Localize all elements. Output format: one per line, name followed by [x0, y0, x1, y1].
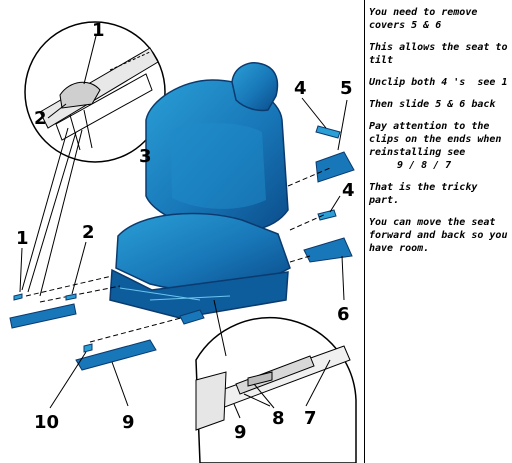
part-5-cover: [315, 99, 355, 183]
note-line: 9 / 8 / 7: [397, 160, 452, 171]
callout-4-top: 4: [294, 78, 307, 99]
callout-10: 10: [34, 412, 59, 433]
callout-2-left: 2: [82, 222, 95, 243]
left-rail-parts: [9, 241, 87, 329]
inset-detail-bottom: [195, 299, 357, 463]
note-line: You can move the seat forward and back s…: [369, 217, 508, 254]
seat-backrest: [145, 62, 289, 233]
assembly-dash-lines: [25, 167, 331, 343]
callout-labels: 1 2 3 4 5 4 6 1 2 10 9 8 7 9: [16, 20, 355, 443]
callout-6: 6: [337, 304, 350, 325]
callout-2-inset: 2: [34, 108, 47, 129]
bottom-rail-parts: [49, 309, 205, 409]
note-line: That is the tricky part.: [369, 182, 484, 206]
callout-9-inset: 9: [234, 422, 247, 443]
part-4-right-clip: [317, 195, 341, 221]
note-line: Unclip both 4 's see 1: [369, 77, 508, 88]
note-line: You need to remove covers 5 & 6: [369, 7, 484, 31]
inset-detail-top: [24, 21, 166, 163]
callout-4-right: 4: [342, 180, 355, 201]
part-4-top-clip: [301, 97, 341, 139]
callout-9-bottom: 9: [122, 412, 135, 433]
callout-3: 3: [139, 146, 152, 167]
instruction-notes: You need to remove covers 5 & 6 This all…: [369, 6, 511, 264]
callout-7: 7: [304, 408, 317, 429]
callout-5: 5: [340, 78, 353, 99]
inset-leader-lines: [21, 127, 83, 297]
part-6-cover: [303, 237, 353, 301]
callout-1-left: 1: [16, 228, 29, 249]
callout-1-inset: 1: [92, 20, 105, 41]
note-line: Pay attention to the clips on the ends w…: [369, 121, 508, 158]
callout-8: 8: [272, 408, 285, 429]
seat-cushion: [109, 212, 291, 319]
note-line: Then slide 5 & 6 back: [369, 99, 496, 110]
vertical-divider: [364, 0, 365, 463]
note-line: This allows the seat to tilt: [369, 42, 508, 66]
